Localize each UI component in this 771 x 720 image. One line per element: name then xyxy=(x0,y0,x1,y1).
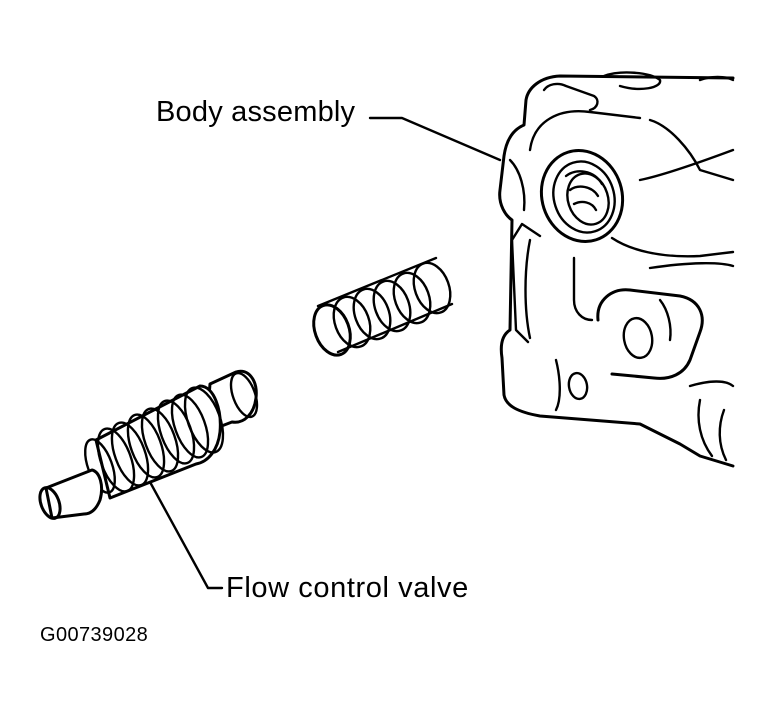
spring-drawing xyxy=(312,256,454,357)
body-assembly-drawing xyxy=(498,71,735,468)
flow-control-valve-label: Flow control valve xyxy=(226,572,469,604)
flow-control-valve-drawing xyxy=(38,369,259,520)
leader-line-flow-control-valve xyxy=(148,480,224,590)
body-assembly-label: Body assembly xyxy=(156,96,356,128)
figure-id-label: G00739028 xyxy=(40,624,149,646)
leader-line-body-assembly xyxy=(368,116,502,162)
